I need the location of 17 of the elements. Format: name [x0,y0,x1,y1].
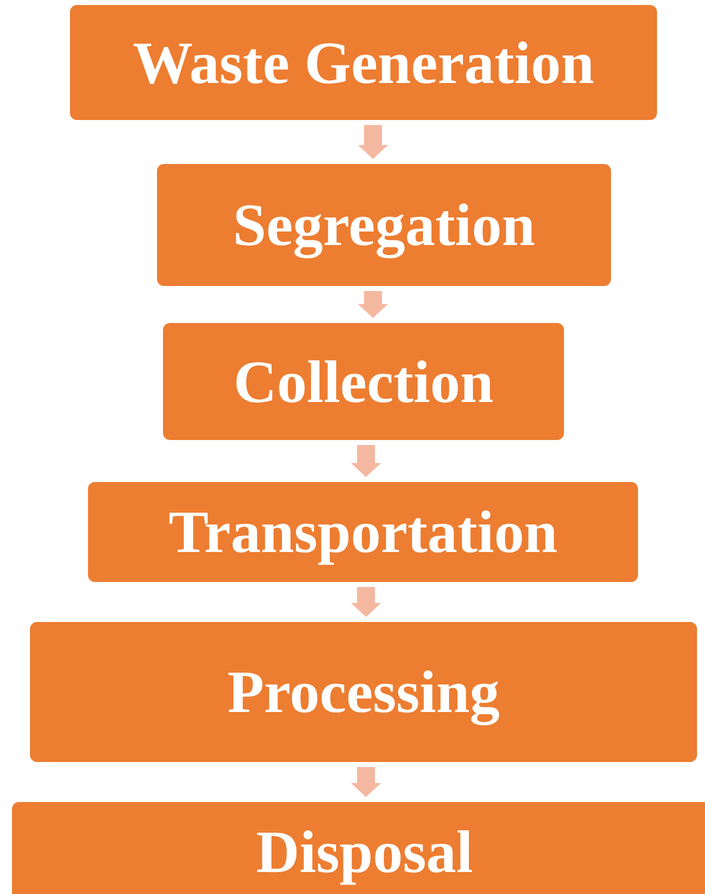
process-box [12,802,705,894]
process-box [163,323,564,440]
step-label: Segregation [232,192,536,258]
process-box [88,482,638,582]
arrow [358,291,388,318]
arrow [351,445,381,477]
step-label: Waste Generation [132,30,594,96]
step-label: Processing [227,659,500,725]
process-box [70,5,657,120]
arrow [358,125,388,159]
process-box [30,622,697,762]
arrow [351,587,381,617]
step-label: Disposal [256,819,473,885]
process-box [157,164,611,286]
step-label: Collection [234,348,494,414]
step-label: Transportation [168,499,558,565]
arrow [351,767,381,797]
